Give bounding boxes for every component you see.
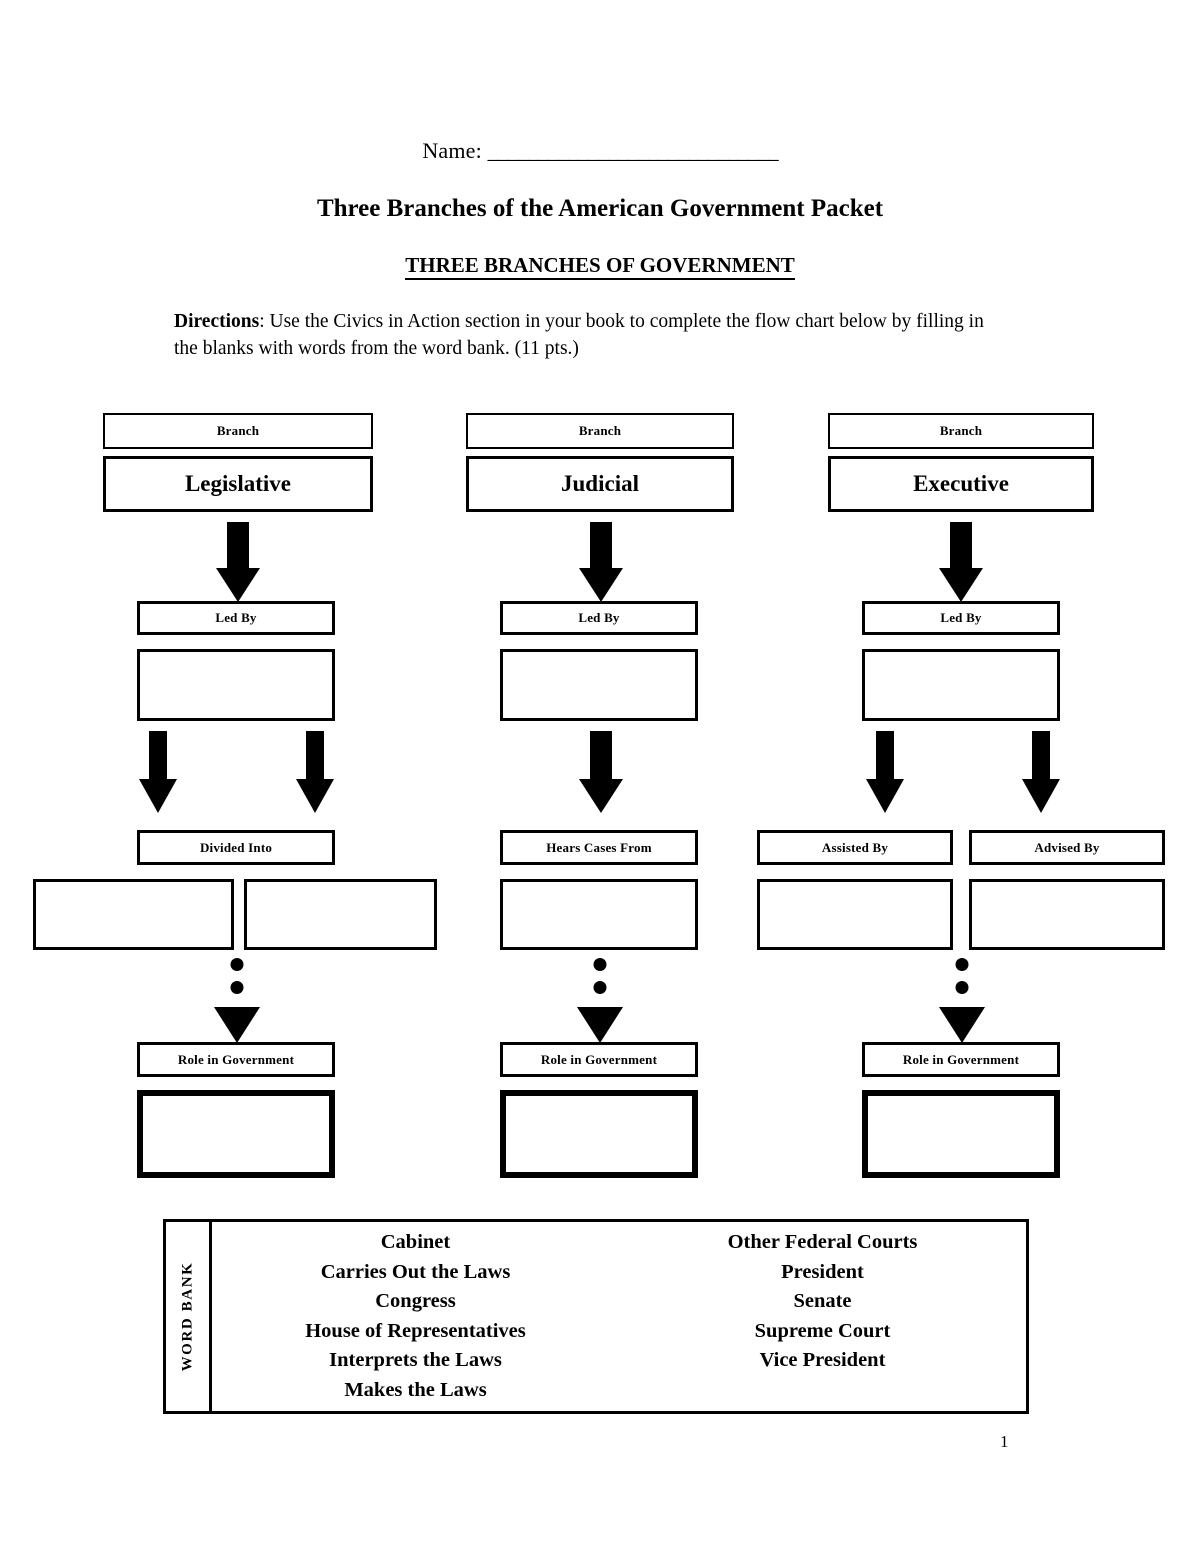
word-bank-item: Congress xyxy=(375,1290,456,1312)
executive-branch-label: Branch xyxy=(939,423,983,438)
judicial-role-label-box: Role in Government xyxy=(500,1042,698,1077)
executive-assisted-by-label: Assisted By xyxy=(821,839,889,855)
executive-advised-by-label-box: Advised By xyxy=(969,830,1165,865)
name-line: Name: _____________________________ xyxy=(0,138,1200,164)
executive-branch-label-box: Branch xyxy=(828,413,1094,449)
legislative-role-label: Role in Government xyxy=(177,1051,295,1067)
executive-arrow-branch-right xyxy=(1013,731,1069,813)
executive-led-by-label-box: Led By xyxy=(862,601,1060,635)
word-bank-item: Senate xyxy=(793,1290,852,1312)
executive-role-label-box: Role in Government xyxy=(862,1042,1060,1077)
executive-role-answer-box[interactable] xyxy=(862,1090,1060,1178)
executive-role-label: Role in Government xyxy=(902,1051,1020,1067)
legislative-led-by-label-box: Led By xyxy=(137,601,335,635)
executive-advised-by-label: Advised By xyxy=(1034,839,1100,855)
word-bank-column-right: Other Federal Courts President Senate Su… xyxy=(619,1228,1026,1411)
section-subtitle: THREE BRANCHES OF GOVERNMENT xyxy=(0,253,1200,280)
page-number: 1 xyxy=(1000,1432,1009,1451)
word-bank-columns: Cabinet Carries Out the Laws Congress Ho… xyxy=(212,1222,1026,1411)
judicial-hears-cases-label-box: Hears Cases From xyxy=(500,830,698,865)
judicial-role-label: Role in Government xyxy=(540,1051,658,1067)
word-bank-item: House of Representatives xyxy=(305,1319,526,1342)
executive-branch-name-box: Executive xyxy=(828,456,1094,512)
legislative-branch-name: Legislative xyxy=(184,471,292,496)
executive-advised-by-answer-box[interactable] xyxy=(969,879,1165,950)
section-subtitle-text: THREE BRANCHES OF GOVERNMENT xyxy=(405,253,795,280)
executive-arrow-to-led-by xyxy=(926,522,996,602)
name-blank-line: _____________________________ xyxy=(487,138,779,163)
legislative-led-by-answer-box[interactable] xyxy=(137,649,335,721)
judicial-branch-label: Branch xyxy=(578,423,622,438)
legislative-branch-label-box: Branch xyxy=(103,413,373,449)
legislative-role-answer-box[interactable] xyxy=(137,1090,335,1178)
word-bank-item: Vice President xyxy=(759,1349,886,1371)
name-label: Name: xyxy=(422,138,482,163)
word-bank-title: WORD BANK xyxy=(179,1261,196,1372)
directions-text: : Use the Civics in Action section in yo… xyxy=(174,311,984,359)
legislative-arrow-branch-left xyxy=(130,731,186,813)
judicial-role-answer-box[interactable] xyxy=(500,1090,698,1178)
judicial-led-by-label: Led By xyxy=(578,610,620,625)
word-bank-item: Supreme Court xyxy=(754,1319,891,1342)
word-bank-item: Cabinet xyxy=(380,1231,451,1253)
judicial-branch-name: Judicial xyxy=(561,471,639,496)
word-bank-item: Interprets the Laws xyxy=(329,1349,502,1371)
legislative-arrow-to-led-by xyxy=(203,522,273,602)
judicial-arrow-to-hears-cases xyxy=(566,731,636,813)
judicial-led-by-label-box: Led By xyxy=(500,601,698,635)
executive-led-by-label: Led By xyxy=(940,610,982,625)
legislative-divided-into-label-box: Divided Into xyxy=(137,830,335,865)
legislative-divided-answer-box-2[interactable] xyxy=(244,879,437,950)
page-title: Three Branches of the American Governmen… xyxy=(316,195,884,222)
legislative-divided-into-label: Divided Into xyxy=(199,839,273,855)
directions-label: Directions xyxy=(174,311,260,332)
judicial-arrow-to-led-by xyxy=(566,522,636,602)
word-bank-item: President xyxy=(781,1260,864,1283)
word-bank-item: Makes the Laws xyxy=(344,1378,487,1401)
word-bank: WORD BANK Cabinet Carries Out the Laws C… xyxy=(163,1219,1029,1414)
judicial-branch-label-box: Branch xyxy=(466,413,734,449)
judicial-dotted-arrow-to-role xyxy=(574,958,626,1043)
executive-dotted-arrow-to-role xyxy=(936,958,988,1043)
executive-assisted-by-answer-box[interactable] xyxy=(757,879,953,950)
legislative-branch-name-box: Legislative xyxy=(103,456,373,512)
executive-branch-name: Executive xyxy=(913,471,1009,496)
executive-assisted-by-label-box: Assisted By xyxy=(757,830,953,865)
legislative-led-by-label: Led By xyxy=(215,610,257,625)
judicial-hears-cases-label: Hears Cases From xyxy=(546,839,652,855)
legislative-dotted-arrow-to-role xyxy=(211,958,263,1043)
judicial-led-by-answer-box[interactable] xyxy=(500,649,698,721)
judicial-hears-cases-answer-box[interactable] xyxy=(500,879,698,950)
word-bank-column-left: Cabinet Carries Out the Laws Congress Ho… xyxy=(212,1228,619,1411)
executive-arrow-branch-left xyxy=(857,731,913,813)
directions: Directions: Use the Civics in Action sec… xyxy=(174,308,1004,362)
judicial-branch-name-box: Judicial xyxy=(466,456,734,512)
legislative-arrow-branch-right xyxy=(287,731,343,813)
word-bank-item: Carries Out the Laws xyxy=(320,1260,511,1283)
word-bank-title-cell: WORD BANK xyxy=(166,1222,212,1411)
legislative-role-label-box: Role in Government xyxy=(137,1042,335,1077)
legislative-divided-answer-box-1[interactable] xyxy=(33,879,234,950)
executive-led-by-answer-box[interactable] xyxy=(862,649,1060,721)
legislative-branch-label: Branch xyxy=(216,423,260,438)
word-bank-item: Other Federal Courts xyxy=(727,1231,918,1253)
